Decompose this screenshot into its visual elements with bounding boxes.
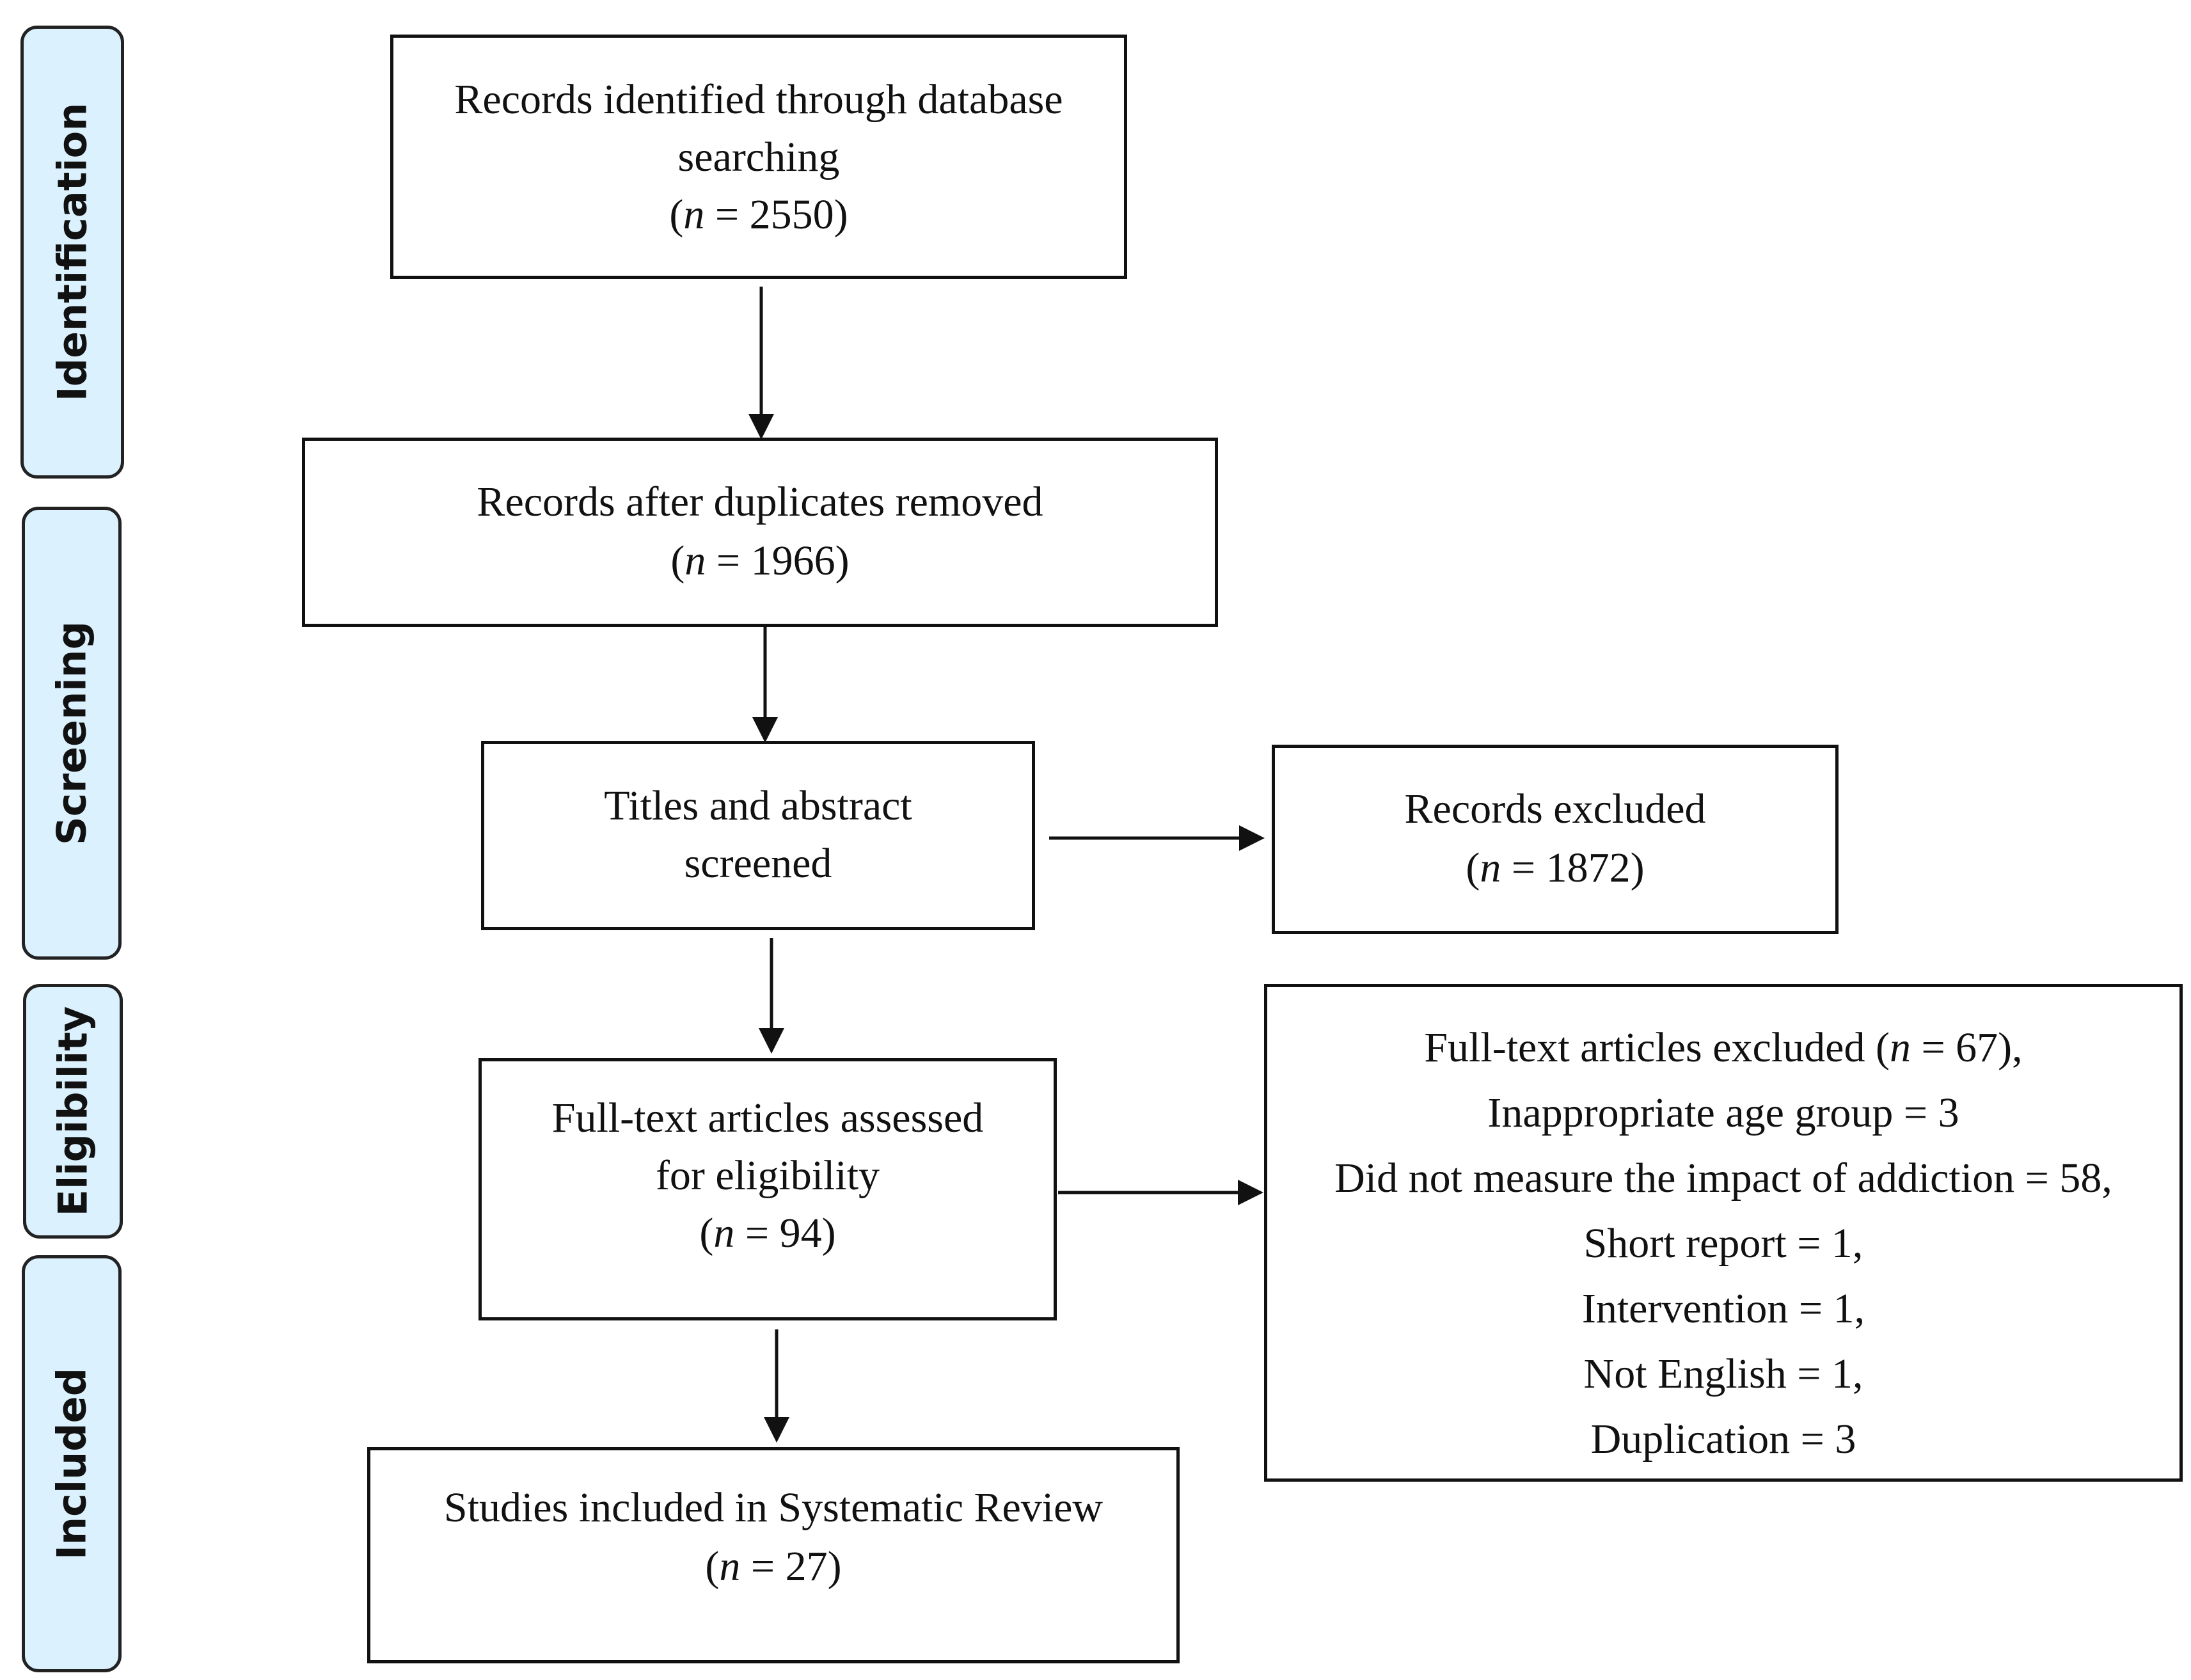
exclusion-reason: Short report = 1, [1583,1220,1863,1267]
exclusion-reason: Did not measure the impact of addiction … [1334,1155,2112,1201]
titles-screened-line1: Titles and abstract [604,782,912,829]
fulltext-assessed-line2: for eligibility [655,1152,880,1199]
records-excluded-count: (n = 1872) [1466,844,1645,891]
box-duplicates-removed: Records after duplicates removed (n = 19… [302,438,1218,627]
exclusion-reason: Intervention = 1, [1581,1285,1865,1332]
studies-included-count: (n = 27) [705,1543,842,1590]
fulltext-assessed-count: (n = 94) [699,1210,836,1256]
fulltext-excluded-heading: Full-text articles excluded (n = 67), [1424,1024,2023,1071]
box-titles-screened: Titles and abstract screened [481,741,1035,930]
records-identified-line1: Records identified through database [454,76,1063,123]
stage-label-identification: Identification [20,26,124,479]
titles-screened-line2: screened [684,840,832,887]
records-identified-line2: searching [677,134,840,180]
exclusion-reason: Duplication = 3 [1590,1416,1856,1462]
box-records-excluded: Records excluded (n = 1872) [1272,745,1839,934]
stage-label-screening: Screening [22,507,122,960]
records-identified-count: (n = 2550) [669,191,848,238]
box-fulltext-assessed: Full-text articles assessed for eligibil… [479,1058,1057,1320]
studies-included-line1: Studies included in Systematic Review [443,1484,1103,1531]
exclusion-reason: Inappropriate age group = 3 [1487,1090,1959,1136]
box-studies-included: Studies included in Systematic Review (n… [367,1447,1180,1663]
box-fulltext-excluded: Full-text articles excluded (n = 67), In… [1264,984,2183,1482]
stage-label-included: Included [22,1255,122,1672]
stage-label-eligibility: Eligibility [23,984,123,1239]
fulltext-assessed-line1: Full-text articles assessed [551,1095,984,1141]
records-excluded-line1: Records excluded [1404,786,1706,832]
box-records-identified: Records identified through database sear… [390,35,1127,279]
duplicates-removed-count: (n = 1966) [670,537,850,584]
duplicates-removed-line1: Records after duplicates removed [477,479,1043,525]
exclusion-reason: Not English = 1, [1583,1351,1863,1397]
